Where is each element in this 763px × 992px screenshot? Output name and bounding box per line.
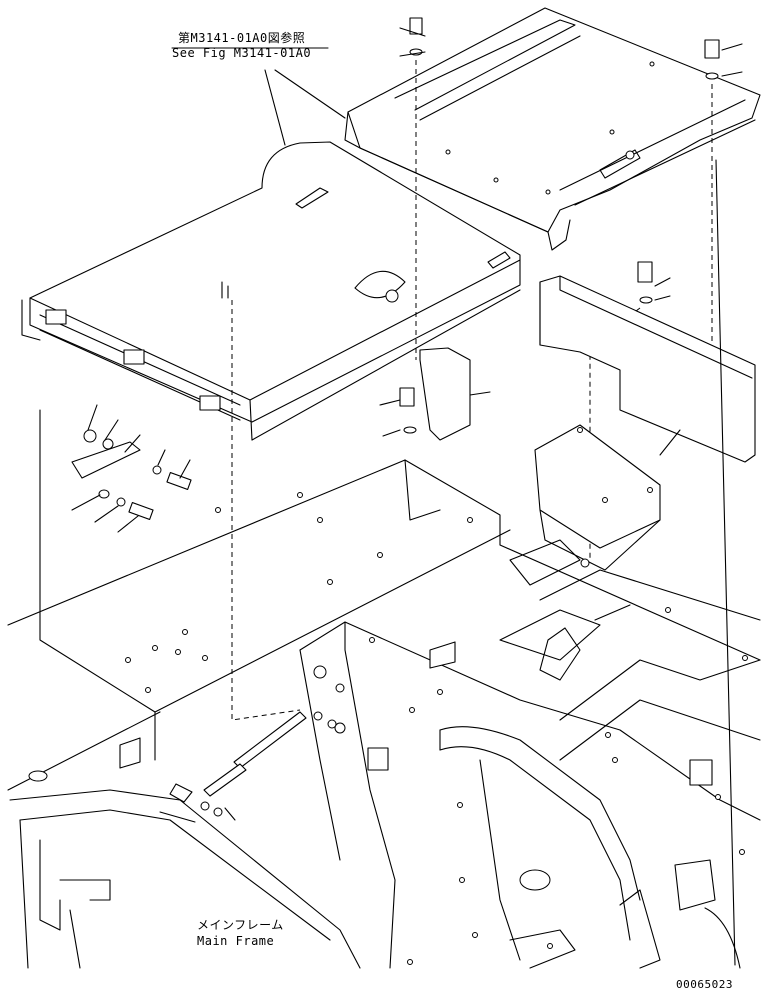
reference-note-en: See Fig M3141-01A0 (172, 46, 312, 60)
right-side-panel (539, 275, 756, 463)
gusset-mount (534, 424, 661, 571)
hinge-pin (221, 281, 229, 299)
main-cover-panel (21, 141, 521, 441)
drawing-number: 00065023 (676, 978, 733, 991)
upper-right-cover (344, 7, 761, 251)
gas-strut (159, 300, 337, 823)
reference-note-jp: 第M3141-01A0図参照 (178, 31, 306, 45)
link-hardware (71, 387, 417, 533)
right-edge-lines (704, 159, 741, 969)
frame-label-en: Main Frame (197, 934, 275, 948)
floor-plate (7, 409, 511, 791)
main-frame (9, 539, 761, 969)
frame-label-jp: メインフレーム (197, 918, 284, 932)
reference-leaders (171, 47, 346, 146)
bracket (419, 347, 491, 441)
